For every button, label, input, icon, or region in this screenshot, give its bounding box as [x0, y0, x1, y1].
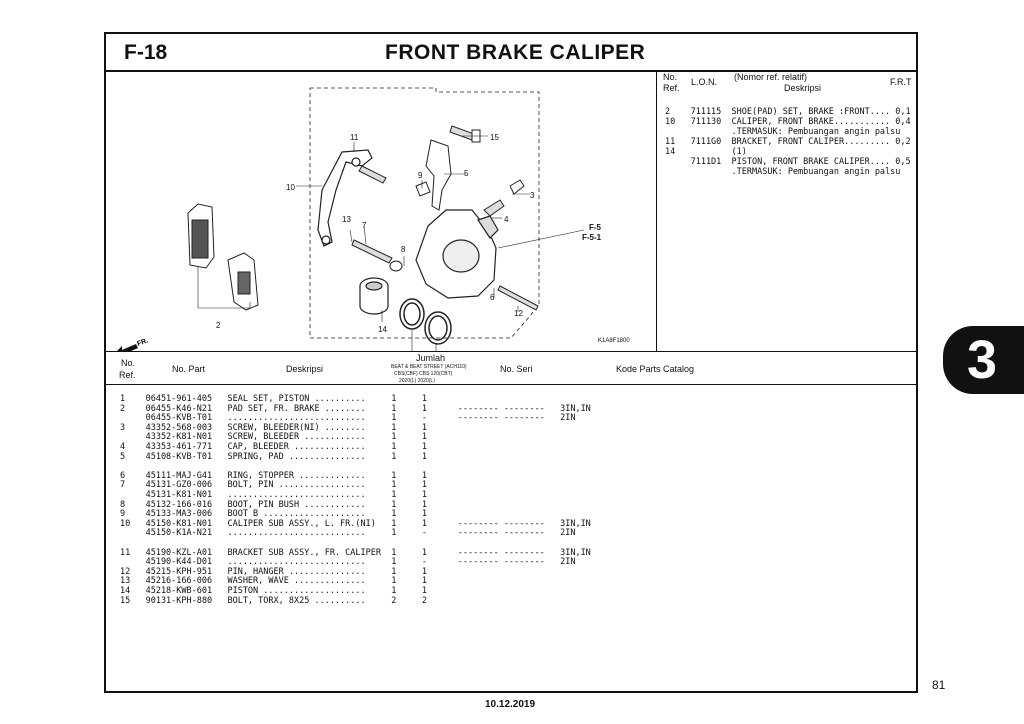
parts-head-years: 2020(L) 2020(L) [399, 378, 435, 384]
table-row: 45150-K1A-N21 ..........................… [120, 528, 576, 539]
parts-head-no: No. [121, 358, 136, 368]
ref-row: .TERMASUK: Pembuangan angin palsu [665, 167, 901, 177]
ref-head-lon: L.O.N. [691, 77, 718, 87]
caliper-bracket [317, 149, 373, 247]
callout-13: 13 [342, 215, 351, 224]
callout-14: 14 [378, 325, 387, 334]
table-row: 7 45131-GZ0-006 BOLT, PIN ..............… [120, 480, 428, 491]
page-title: FRONT BRAKE CALIPER [385, 41, 646, 64]
callout-3: 3 [530, 191, 535, 200]
bleeder-screw [483, 179, 525, 217]
torx-bolt [449, 125, 481, 143]
table-row: 11 45190-KZL-A01 BRACKET SUB ASSY., FR. … [120, 547, 591, 558]
table-row: 43352-K81-N01 SCREW, BLEEDER ...........… [120, 432, 428, 443]
parts-head-jumlah: Jumlah [416, 353, 446, 363]
parts-head-ref: Ref. [119, 370, 136, 380]
ref-f5: F-5 [589, 223, 602, 232]
table-row: 12 45215-KPH-951 PIN, HANGER ...........… [120, 566, 428, 577]
callout-12: 12 [514, 309, 523, 318]
callout-9: 9 [418, 171, 423, 180]
page-number: 81 [932, 678, 946, 692]
brake-pad-inner [227, 252, 259, 311]
table-row: 15 90131-KPH-880 BOLT, TORX, 8X25 ......… [120, 595, 428, 606]
parts-head-catalog: Kode Parts Catalog [616, 364, 695, 374]
callout-4: 4 [504, 215, 509, 224]
ref-head-no: No. [663, 72, 678, 82]
table-row: 3 43352-568-003 SCREW, BLEEDER(NI) .....… [120, 422, 428, 433]
section-tab: 3 [943, 326, 1024, 394]
ref-row: 14 (1) [665, 147, 747, 157]
pin-bolts [351, 165, 403, 272]
callout-5: 5 [464, 169, 469, 178]
table-row: 1 06451-961-405 SEAL SET, PISTON .......… [120, 394, 428, 404]
table-row: 2 06455-K46-N21 PAD SET, FR. BRAKE .....… [120, 403, 591, 414]
parts-head-cbs: CBS(CBF) CBS 120(CBT) [394, 371, 453, 377]
piston-seals [399, 298, 452, 345]
piston [359, 277, 389, 315]
brake-pad-outer [187, 203, 215, 269]
table-row: 9 45133-MA3-006 BOOT B .................… [120, 509, 428, 520]
front-direction-arrow: FR. [117, 337, 149, 351]
hanger-pin [497, 285, 539, 311]
ref-row: 7111D1 PISTON, FRONT BRAKE CALIPER.... 0… [665, 157, 911, 167]
parts-head-part: No. Part [172, 364, 206, 374]
figure-code: K1A8F1800 [598, 338, 630, 344]
table-row: 5 45108-KVB-T01 SPRING, PAD ............… [120, 451, 428, 462]
boot-b [415, 181, 431, 197]
callout-15: 15 [490, 133, 499, 142]
callout-7: 7 [362, 221, 367, 230]
exploded-diagram: 1 2 3 4 5 6 7 8 9 10 11 12 13 14 15 F-5 … [117, 87, 630, 351]
footer-date: 10.12.2019 [485, 699, 536, 710]
pad-spring [425, 139, 452, 211]
table-row: 45190-K44-D01 ..........................… [120, 557, 576, 568]
diagram-divider [656, 70, 657, 351]
ref-row: 2 711115 SHOE(PAD) SET, BRAKE :FRONT....… [665, 107, 911, 117]
callout-10: 10 [286, 183, 295, 192]
callout-6: 6 [490, 293, 495, 302]
ref-row: 11 7111G0 BRACKET, FRONT CALIPER........… [665, 137, 911, 147]
ref-head-nomor: (Nomor ref. relatif) [734, 72, 808, 82]
table-row: 06455-KVB-T01 ..........................… [120, 413, 576, 424]
table-divider [106, 351, 916, 352]
parts-head-seri: No. Seri [500, 364, 533, 374]
parts-head-desc: Deskripsi [286, 364, 324, 374]
ref-row: .TERMASUK: Pembuangan angin palsu [665, 127, 901, 137]
ref-head-frt: F.R.T [890, 77, 912, 87]
ref-row: 10 711130 CALIPER, FRONT BRAKE..........… [665, 117, 911, 127]
ref-head-deskripsi: Deskripsi [784, 83, 822, 93]
table-row: 14 45218-KWB-601 PISTON ................… [120, 586, 428, 596]
parts-header-divider [106, 384, 916, 385]
svg-text:FR.: FR. [136, 337, 149, 347]
catalog-page-frame: F-18 FRONT BRAKE CALIPER [104, 32, 918, 693]
table-row: 10 45150-K81-N01 CALIPER SUB ASSY., L. F… [120, 518, 591, 529]
table-row: 6 45111-MAJ-G41 RING, STOPPER ..........… [120, 470, 428, 481]
table-row: 45131-K81-N01 ..........................… [120, 490, 428, 500]
section-code: F-18 [124, 41, 168, 64]
callout-8: 8 [401, 245, 406, 254]
ref-f5-1: F-5-1 [582, 233, 602, 242]
table-row: 4 43353-461-771 CAP, BLEEDER ...........… [120, 442, 428, 452]
ref-head-ref: Ref. [663, 83, 680, 93]
table-row: 13 45216-166-006 WASHER, WAVE ..........… [120, 576, 428, 587]
page-header: F-18 FRONT BRAKE CALIPER [106, 34, 916, 72]
parts-head-models: BEAT & BEAT STREET (ACH110) [391, 364, 467, 370]
table-row: 8 45132-166-016 BOOT, PIN BUSH .........… [120, 499, 428, 510]
callout-11: 11 [350, 133, 359, 142]
caliper-body [415, 209, 499, 299]
callout-2: 2 [216, 321, 221, 330]
